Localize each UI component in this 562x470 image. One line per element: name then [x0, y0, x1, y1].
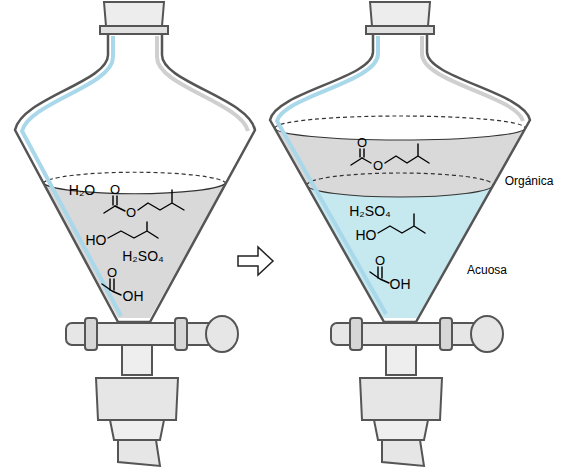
layer-label: Orgánica: [505, 175, 554, 187]
right-funnel: [270, 2, 530, 466]
left-funnel: [15, 2, 255, 466]
layer-label: Acuosa: [467, 264, 507, 276]
atom-label: O: [373, 159, 383, 172]
formula-label: H₂SO₄: [122, 249, 164, 263]
left-molecules: [102, 190, 184, 295]
atom-label: O: [110, 183, 120, 196]
formula-label: H₂O: [69, 183, 95, 197]
atom-label: HO: [86, 233, 107, 247]
atom-label: O: [107, 266, 117, 279]
atom-label: HO: [356, 228, 377, 242]
formula-label: H₂SO₄: [349, 204, 391, 218]
atom-label: O: [126, 206, 136, 219]
atom-label: O: [375, 254, 385, 267]
atom-label: OH: [390, 277, 411, 291]
process-arrow: [238, 247, 273, 275]
atom-label: OH: [123, 289, 144, 303]
atom-label: O: [357, 136, 367, 149]
